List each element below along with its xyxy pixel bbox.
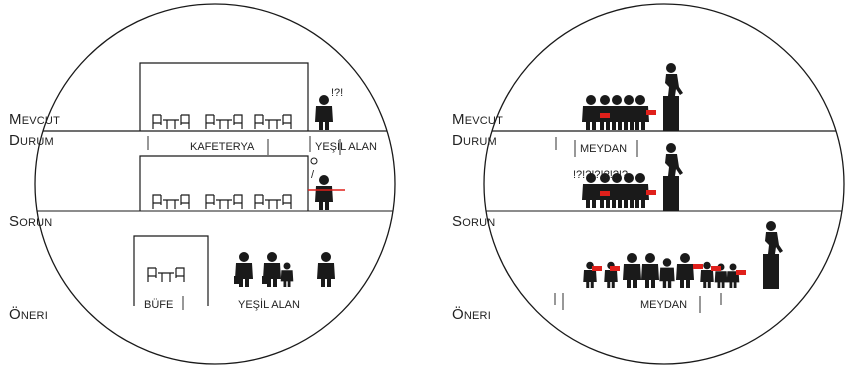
right-panel: MEYDAN !?!?!?!?!?!? xyxy=(483,3,845,365)
right-problem-statue xyxy=(663,143,683,211)
right-problem-question-marks: !?!?!?!?!?!? xyxy=(573,169,628,181)
right-proposal-statue xyxy=(763,221,783,289)
left-panel: !?! KAFETERYA YEŞİL ALAN / BÜFE YEŞİL AL… xyxy=(34,3,396,365)
left-problem-person xyxy=(315,175,333,210)
left-row-label-problem: SORUN xyxy=(9,213,53,230)
left-green-area-label: YEŞİL ALAN xyxy=(315,140,377,153)
right-current-statue xyxy=(663,63,683,131)
right-row-label-problem: SORUN xyxy=(452,213,496,230)
right-row-label-current-2: DURUM xyxy=(452,132,497,149)
left-problem-building xyxy=(139,155,309,211)
left-current-person xyxy=(315,95,333,130)
left-row-label-proposal: ÖNERI xyxy=(9,306,48,323)
left-buffet-label: BÜFE xyxy=(144,299,173,311)
left-current-building xyxy=(139,62,309,131)
left-current-question-mark: !?! xyxy=(331,87,343,99)
right-lens-circle xyxy=(483,3,845,365)
left-proposal-buffet xyxy=(133,235,209,310)
right-square-proposal-label: MEYDAN xyxy=(640,299,687,311)
right-row-label-proposal: ÖNERI xyxy=(452,306,491,323)
right-square-label: MEYDAN xyxy=(580,143,627,155)
left-lens-circle xyxy=(34,3,396,365)
right-row-label-current: MEVCUT xyxy=(452,111,503,128)
left-row-label-current-2: DURUM xyxy=(9,132,54,149)
left-row-label-current: MEVCUT xyxy=(9,111,60,128)
right-current-crowd xyxy=(582,95,649,130)
left-cafeteria-label: KAFETERYA xyxy=(190,141,255,153)
left-problem-lock-icon xyxy=(310,157,318,165)
left-proposal-people xyxy=(234,252,335,287)
left-problem-mark: / xyxy=(311,169,315,181)
left-green-area-proposal-label: YEŞİL ALAN xyxy=(238,298,300,311)
